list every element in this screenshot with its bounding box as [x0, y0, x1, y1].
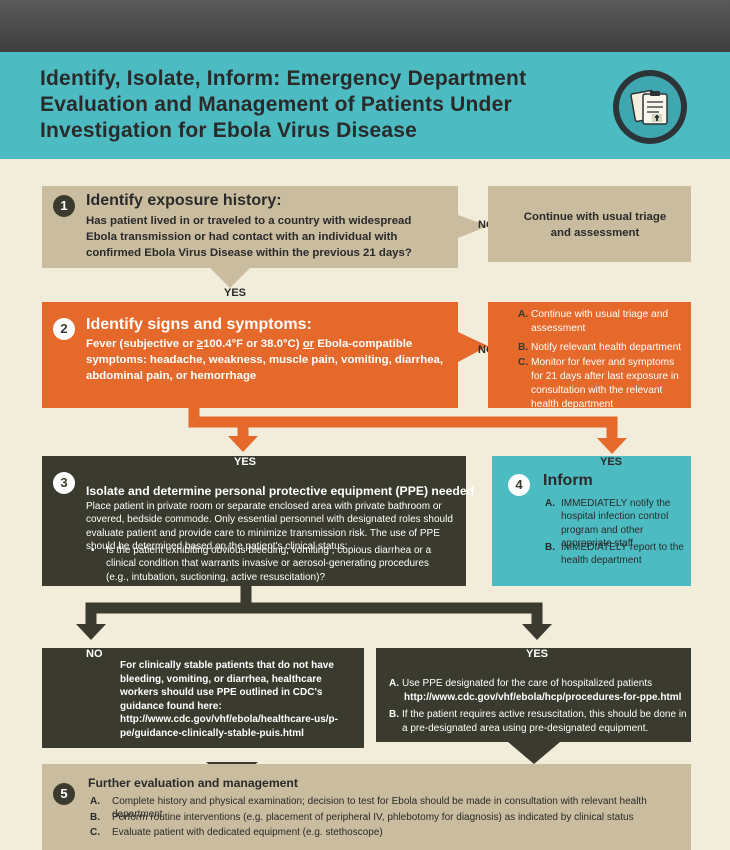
ppe-yes-link[interactable]: http://www.cdc.gov/vhf/ebola/hcp/procedu…	[404, 692, 682, 703]
step1-number: 1	[53, 195, 75, 217]
step3-bullet: Is the patient exhibiting obvious bleedi…	[106, 545, 432, 583]
ppe-yes-box	[376, 648, 691, 742]
step2-no-item-a: A.Continue with usual triage and assessm…	[518, 309, 669, 334]
ppe-yes-item-a: A.Use PPE designated for the care of hos…	[389, 678, 682, 703]
step5-number: 5	[53, 783, 75, 805]
ppe-no-text: For clinically stable patients that do n…	[120, 660, 338, 739]
ppe-no-label: NO	[86, 648, 103, 660]
step4-title: Inform	[543, 472, 593, 489]
step1-text: Has patient lived in or traveled to a co…	[86, 215, 412, 259]
step5-item-b: B.Perform routine interventions (e.g. pl…	[90, 812, 634, 823]
step1-title: Identify exposure history:	[86, 192, 282, 209]
step2-no-item-b: B.Notify relevant health department	[518, 342, 682, 353]
step2-title: Identify signs and symptoms:	[86, 316, 312, 333]
clipboard-icon	[613, 70, 687, 144]
ppe-yes-label: YES	[526, 648, 549, 660]
step3-box	[42, 456, 466, 586]
yes-arrow-3	[228, 436, 258, 452]
step4-yes-label: YES	[600, 456, 623, 468]
ppe-yes-item-b: B.If the patient requires active resusci…	[389, 709, 687, 734]
step3-number: 3	[53, 472, 75, 494]
step2-number: 2	[53, 318, 75, 340]
step3-yes-label: YES	[234, 456, 257, 468]
ppe-no-link[interactable]: http://www.cdc.gov/vhf/ebola/healthcare-…	[120, 714, 338, 739]
step5-box	[42, 764, 691, 850]
step5-item-c: C.Evaluate patient with dedicated equipm…	[90, 827, 383, 838]
ppe-no-box	[42, 648, 364, 748]
step3-text: Place patient in private room or separat…	[86, 501, 453, 552]
yes-arrow-ppe	[522, 624, 552, 640]
no-arrow-2	[458, 332, 488, 362]
no-arrow-ppe	[76, 624, 106, 640]
step1-no-result: Continue with usual triage and assessmen…	[523, 211, 667, 239]
step1-yes-label: YES	[224, 287, 247, 299]
step3-title: Isolate and determine personal protectiv…	[86, 484, 475, 498]
step2-box	[42, 302, 458, 408]
step5-item-a: A.Complete history and physical examinat…	[90, 796, 647, 821]
step2-no-item-c: C.Monitor for fever and symptoms for 21 …	[518, 357, 679, 410]
step5-title: Further evaluation and management	[88, 776, 298, 790]
step1-box	[42, 186, 458, 268]
top-bar	[0, 0, 730, 52]
header-banner	[0, 52, 730, 159]
step4-item-b: B.IMMEDIATELY report to the health depar…	[545, 542, 684, 567]
step4-number: 4	[508, 474, 530, 496]
step1-no-result-box	[488, 186, 691, 262]
step4-item-a: A.IMMEDIATELY notify the hospital infect…	[545, 498, 671, 549]
step2-text: Fever (subjective or ≥100.4°F or 38.0°C)…	[86, 338, 444, 382]
no-arrow-1	[458, 215, 488, 238]
step2-no-result-box	[488, 302, 691, 408]
yes-arrow-4	[597, 438, 627, 454]
step3-bullet-dot: •	[91, 545, 95, 556]
yes-arrow-1	[210, 268, 250, 288]
page-title: Identify, Isolate, Inform: Emergency Dep…	[40, 67, 527, 142]
